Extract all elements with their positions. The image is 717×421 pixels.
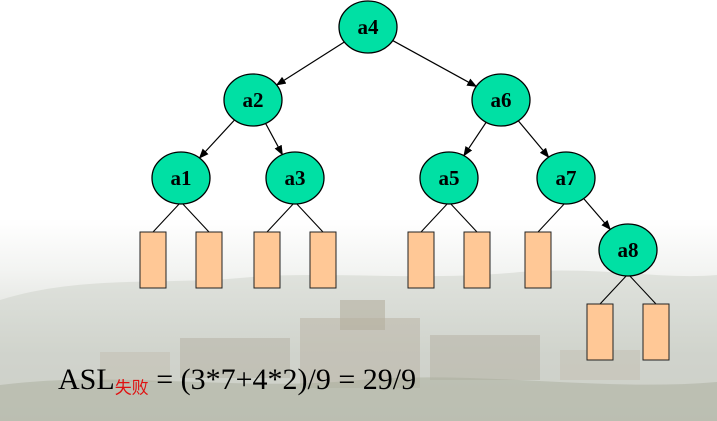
failure-leaf-a8-left [586,303,614,361]
node-label-a5: a5 [439,166,460,190]
leaf-edge-a1-right [180,201,210,233]
formula-expression: = (3*7+4*2)/9 = 29/9 [148,363,417,396]
tree-node-a4: a4 [338,0,398,54]
node-circle-a5 [419,151,479,205]
node-circle-a3 [265,151,325,205]
failure-leaf-a5-right [463,231,491,289]
node-circle-a7 [536,151,596,205]
edge-a4-a2 [275,41,345,86]
leaf-edge-a8-left [599,273,629,305]
tree-node-a2: a2 [223,73,283,127]
leaf-edge-a8-right [627,273,657,305]
formula-subscript: 失败 [114,378,149,399]
edge-a2-a1 [198,119,235,159]
failure-leaf-a1-left [139,231,167,289]
node-circle-a4 [338,0,398,54]
edge-a4-a6 [392,40,478,87]
node-circle-a8 [598,223,658,277]
leaf-edge-a5-left [420,201,450,233]
edge-a6-a7 [517,120,550,158]
leaf-edge-a3-right [294,201,324,233]
node-circle-a1 [151,151,211,205]
node-label-a6: a6 [491,88,512,112]
leaf-edge-a5-right [448,201,478,233]
tree-node-a8: a8 [598,223,658,277]
failure-leaf-a1-right [195,231,223,289]
edge-a7-a8 [583,198,611,231]
node-circle-a2 [223,73,283,127]
failure-leaf-a7-left [524,231,552,289]
leaf-edge-a1-left [152,201,182,233]
tree-node-a3: a3 [265,151,325,205]
node-label-a8: a8 [618,238,639,262]
node-circle-a6 [471,73,531,127]
node-label-a3: a3 [285,166,306,190]
failure-leaf-a3-left [253,231,281,289]
node-label-a7: a7 [556,166,577,190]
leaf-edge-a7-left [537,201,567,233]
asl-failure-formula: ASL失败 = (3*7+4*2)/9 = 29/9 [58,363,416,398]
edge-a2-a3 [265,123,283,156]
node-label-a2: a2 [243,88,264,112]
edge-a6-a5 [463,121,487,157]
formula-main: ASL [58,363,115,396]
node-label-a1: a1 [171,166,192,190]
tree-node-a5: a5 [419,151,479,205]
leaf-edge-a3-left [266,201,296,233]
node-label-a4: a4 [358,15,380,39]
failure-leaf-a8-right [642,303,670,361]
failure-leaf-a3-right [309,231,337,289]
tree-node-a1: a1 [151,151,211,205]
tree-node-a7: a7 [536,151,596,205]
failure-leaf-a5-left [407,231,435,289]
tree-node-a6: a6 [471,73,531,127]
